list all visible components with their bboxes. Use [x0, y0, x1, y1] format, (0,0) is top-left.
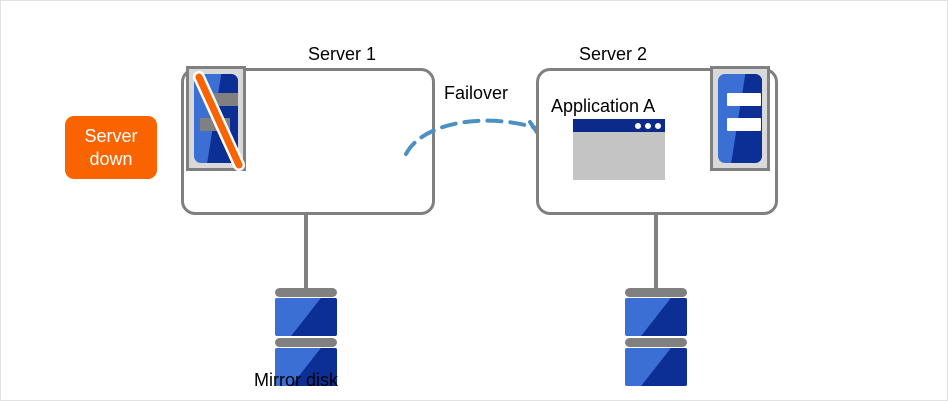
application-label: Application A	[551, 96, 656, 116]
server-bar-top	[727, 93, 761, 106]
disk-cap	[275, 288, 337, 297]
server-bar-top	[210, 93, 238, 106]
disk-cap	[625, 338, 687, 347]
application-window-titlebar	[573, 119, 665, 132]
disk-slab	[625, 348, 687, 386]
server2-title: Server 2	[579, 44, 648, 64]
window-dot-1	[655, 123, 661, 129]
mirror-disk-icon-left	[275, 288, 337, 388]
server-bar-bottom	[200, 118, 230, 131]
server2-disk-connector	[654, 213, 658, 288]
server1-disk-connector	[304, 213, 308, 288]
server-running-icon	[710, 66, 770, 171]
status-badge-line-1: Server	[84, 125, 138, 146]
status-badge-line-2: down	[89, 148, 133, 169]
disk-cap	[625, 288, 687, 297]
failover-arrow-icon	[404, 116, 556, 156]
disk-slab	[625, 298, 687, 336]
status-badge-server-down: Server down	[65, 116, 157, 179]
window-dot-3	[635, 123, 641, 129]
mirror-disk-icon-right	[625, 288, 687, 388]
server-chassis	[718, 74, 762, 163]
failover-label: Failover	[444, 83, 509, 103]
server-chassis	[194, 74, 238, 163]
disk-slab	[275, 298, 337, 336]
server-down-icon	[186, 66, 246, 171]
window-dot-2	[645, 123, 651, 129]
server-bar-bottom	[727, 118, 761, 131]
application-window-icon	[573, 119, 665, 180]
disk-slab	[275, 348, 337, 386]
server1-title: Server 1	[308, 44, 377, 64]
disk-cap	[275, 338, 337, 347]
mirror-disk-label: Mirror disk	[254, 370, 338, 390]
